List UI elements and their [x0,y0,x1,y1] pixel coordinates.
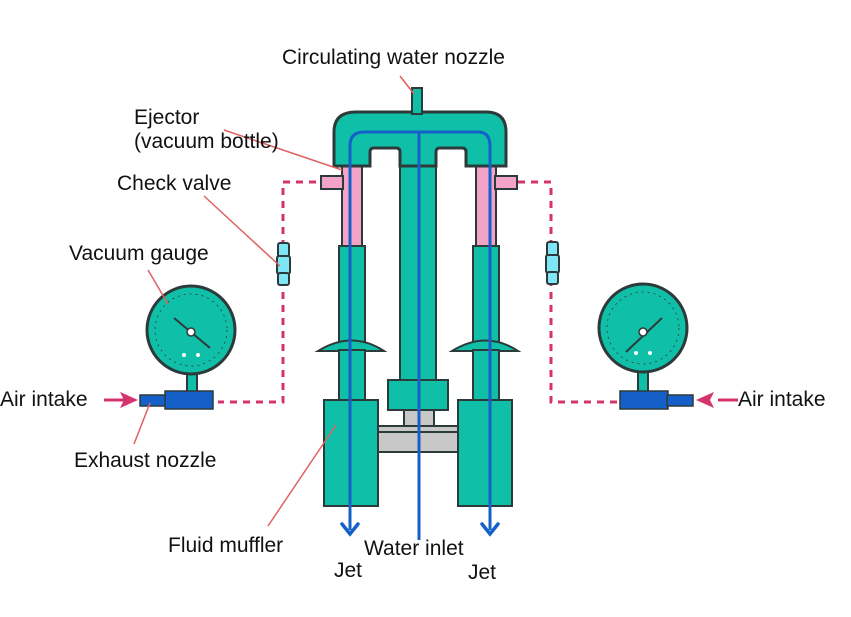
air-intake-arrow-right [696,392,738,408]
label-check-valve: Check valve [117,172,232,195]
label-ejector: Ejector [134,106,200,129]
ejector-port-left [320,175,344,190]
vacuum-gauge-right [597,282,689,395]
label-vacuum-gauge: Vacuum gauge [69,242,209,265]
vacuum-line-right [518,180,622,404]
label-jet-left: Jet [334,559,363,582]
circulating-water-nozzle [411,87,423,115]
air-intake-arrow-left [104,392,138,408]
label-fluid-muffler: Fluid muffler [168,534,284,557]
water-flow-lines [348,130,492,540]
label-air-intake-left: Air intake [0,388,88,411]
leader-lines [133,75,415,527]
jet-arrow-left [340,522,360,537]
label-vacuum-bottle: (vacuum bottle) [134,130,279,153]
label-air-intake-right: Air intake [738,388,826,411]
label-water-inlet: Water inlet [364,537,464,560]
vacuum-line-left [218,180,342,404]
label-exhaust-nozzle: Exhaust nozzle [74,449,217,472]
ejector-port-right [494,175,518,190]
ejector-right [448,165,522,507]
vacuum-gauge-left [145,284,237,395]
check-valve-right[interactable] [545,241,560,285]
exhaust-nozzle-right[interactable] [619,390,694,410]
check-valve-left[interactable] [276,242,291,286]
exhaust-nozzle-left[interactable] [139,390,214,410]
label-jet-right: Jet [468,561,497,584]
jet-arrow-right [480,522,500,537]
label-circulating-water-nozzle: Circulating water nozzle [282,46,505,69]
